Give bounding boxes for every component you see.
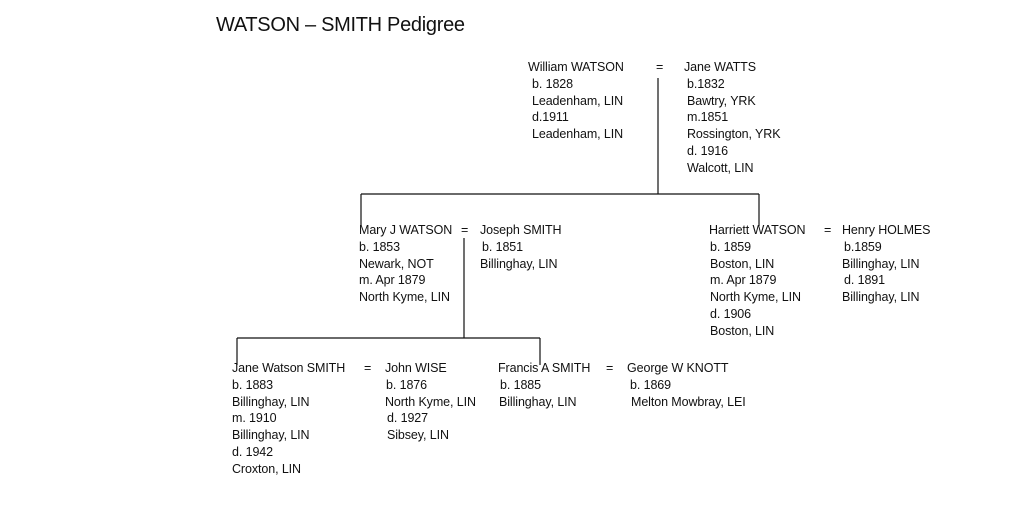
person-detail: North Kyme, LIN bbox=[359, 290, 450, 305]
person-detail: b. 1876 bbox=[386, 377, 428, 392]
person-detail: Walcott, LIN bbox=[687, 160, 754, 175]
person-detail: d. 1891 bbox=[844, 273, 886, 288]
person-name: Francis A SMITH bbox=[498, 361, 591, 375]
marriage-symbol: = bbox=[656, 60, 664, 74]
person-detail: b. 1885 bbox=[500, 377, 542, 392]
person-detail: b. 1828 bbox=[532, 76, 574, 91]
person-jane-watson-smith: Jane Watson SMITH b. 1883 Billinghay, LI… bbox=[232, 360, 345, 478]
person-name: John WISE bbox=[385, 361, 447, 375]
marriage-symbol: = bbox=[364, 361, 372, 375]
person-jane-watts: Jane WATTS b.1832 Bawtry, YRK m.1851 Ros… bbox=[684, 59, 781, 177]
person-detail: Leadenham, LIN bbox=[532, 93, 624, 108]
person-george-knott: George W KNOTT b. 1869 Melton Mowbray, L… bbox=[627, 360, 746, 410]
person-detail: b. 1883 bbox=[232, 377, 274, 392]
pedigree-title: WATSON – SMITH Pedigree bbox=[216, 14, 465, 36]
person-detail: North Kyme, LIN bbox=[710, 290, 801, 305]
person-detail: m. Apr 1879 bbox=[710, 273, 777, 288]
person-detail: Boston, LIN bbox=[710, 323, 775, 338]
person-detail: m. 1910 bbox=[232, 411, 277, 426]
marriage-symbol: = bbox=[461, 223, 469, 237]
person-detail: Melton Mowbray, LEI bbox=[631, 394, 746, 409]
person-detail: d.1911 bbox=[532, 110, 569, 125]
person-joseph-smith: Joseph SMITH b. 1851 Billinghay, LIN bbox=[480, 222, 562, 272]
person-name: Henry HOLMES bbox=[842, 223, 931, 237]
person-detail: Billinghay, LIN bbox=[232, 428, 310, 443]
person-detail: Billinghay, LIN bbox=[842, 290, 920, 305]
person-detail: Billinghay, LIN bbox=[232, 394, 310, 409]
person-detail: Billinghay, LIN bbox=[499, 394, 577, 409]
person-harriett-watson: Harriett WATSON b. 1859 Boston, LIN m. A… bbox=[709, 222, 806, 340]
person-detail: b.1832 bbox=[687, 76, 725, 91]
marriage-symbol: = bbox=[606, 361, 614, 375]
person-name: Joseph SMITH bbox=[480, 223, 562, 237]
person-detail: b. 1853 bbox=[359, 239, 401, 254]
person-detail: d. 1927 bbox=[387, 411, 429, 426]
person-detail: Sibsey, LIN bbox=[387, 428, 449, 443]
person-name: Jane Watson SMITH bbox=[232, 361, 346, 375]
person-detail: b.1859 bbox=[844, 239, 882, 254]
person-name: Mary J WATSON bbox=[359, 223, 453, 237]
person-mary-watson: Mary J WATSON b. 1853 Newark, NOT m. Apr… bbox=[359, 222, 452, 306]
person-detail: Newark, NOT bbox=[359, 256, 434, 271]
person-detail: Rossington, YRK bbox=[687, 127, 781, 142]
person-detail: d. 1942 bbox=[232, 444, 274, 459]
person-detail: m.1851 bbox=[687, 110, 729, 125]
person-detail: Billinghay, LIN bbox=[480, 256, 558, 271]
person-detail: Bawtry, YRK bbox=[687, 93, 756, 108]
person-detail: m. Apr 1879 bbox=[359, 273, 426, 288]
person-detail: b. 1859 bbox=[710, 239, 752, 254]
person-detail: b. 1851 bbox=[482, 239, 524, 254]
person-francis-smith: Francis A SMITH b. 1885 Billinghay, LIN bbox=[498, 360, 590, 410]
person-william-watson: William WATSON b. 1828 Leadenham, LIN d.… bbox=[528, 59, 624, 143]
person-detail: Leadenham, LIN bbox=[532, 127, 624, 142]
person-name: Harriett WATSON bbox=[709, 223, 806, 237]
person-name: George W KNOTT bbox=[627, 361, 729, 375]
person-detail: Croxton, LIN bbox=[232, 461, 301, 476]
person-detail: b. 1869 bbox=[630, 377, 672, 392]
person-henry-holmes: Henry HOLMES b.1859 Billinghay, LIN d. 1… bbox=[842, 222, 931, 306]
marriage-symbol: = bbox=[824, 223, 832, 237]
person-name: Jane WATTS bbox=[684, 60, 756, 74]
person-detail: d. 1906 bbox=[710, 306, 752, 321]
person-detail: Boston, LIN bbox=[710, 256, 775, 271]
person-detail: d. 1916 bbox=[687, 143, 729, 158]
person-john-wise: John WISE b. 1876 North Kyme, LIN d. 192… bbox=[385, 360, 476, 444]
person-detail: Billinghay, LIN bbox=[842, 256, 920, 271]
person-name: William WATSON bbox=[528, 60, 624, 74]
person-detail: North Kyme, LIN bbox=[385, 394, 476, 409]
